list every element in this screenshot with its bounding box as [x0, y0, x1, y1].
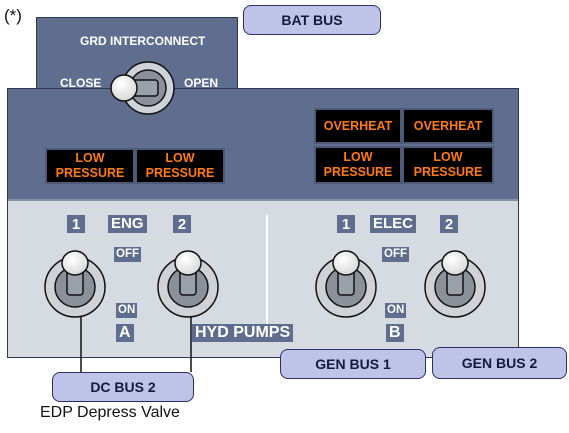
- eng1-pump-switch[interactable]: [44, 250, 106, 318]
- annun-text-line: OVERHEAT: [323, 118, 393, 133]
- eng2-low-pressure-light: LOW PRESSURE: [135, 148, 225, 184]
- elec-on-label: ON: [385, 303, 407, 318]
- annun-text-line: LOW: [75, 151, 105, 165]
- footnote-marker: (*): [4, 6, 22, 25]
- grd-interconnect-switch[interactable]: [110, 61, 175, 115]
- elec-pump-2-number: 2: [440, 215, 458, 233]
- eng-pump-1-number: 1: [67, 215, 85, 233]
- gen-bus-2-label: GEN BUS 2: [432, 347, 567, 379]
- system-b-label: B: [386, 324, 404, 342]
- elec-off-label: OFF: [382, 247, 409, 262]
- system-a-label: A: [116, 324, 134, 342]
- elec-pump-1-number: 1: [337, 215, 355, 233]
- annun-text-line: OVERHEAT: [413, 118, 483, 133]
- hyd-pumps-label: HYD PUMPS: [192, 324, 294, 342]
- annun-text-line: PRESSURE: [323, 165, 393, 179]
- eng-on-label: ON: [116, 303, 138, 318]
- close-label: CLOSE: [60, 76, 102, 90]
- dc-bus-2-label: DC BUS 2: [52, 372, 194, 402]
- open-label: OPEN: [184, 76, 219, 90]
- annun-text-line: PRESSURE: [55, 166, 125, 180]
- panel-divider: [266, 215, 268, 335]
- elec1-low-pressure-light: LOW PRESSURE: [314, 146, 402, 184]
- annun-text-line: LOW: [343, 150, 373, 164]
- eng-pump-2-number: 2: [173, 215, 191, 233]
- elec2-pump-switch[interactable]: [424, 250, 486, 318]
- eng1-low-pressure-light: LOW PRESSURE: [45, 148, 135, 184]
- annun-text-line: LOW: [433, 150, 463, 164]
- caption: EDP Depress Valve: [40, 404, 180, 421]
- gen-bus-1-label: GEN BUS 1: [280, 349, 426, 379]
- elec-label: ELEC: [370, 215, 417, 233]
- elec1-overheat-light: OVERHEAT: [314, 108, 402, 144]
- bat-bus-label: BAT BUS: [243, 5, 381, 35]
- annun-text-line: PRESSURE: [413, 165, 483, 179]
- annun-text-line: LOW: [165, 151, 195, 165]
- grd-interconnect-title: GRD INTERCONNECT: [80, 34, 206, 48]
- elec2-overheat-light: OVERHEAT: [402, 108, 494, 144]
- annun-text-line: PRESSURE: [145, 166, 215, 180]
- eng2-pump-switch[interactable]: [157, 250, 219, 318]
- elec1-pump-switch[interactable]: [315, 250, 377, 318]
- elec2-low-pressure-light: LOW PRESSURE: [402, 146, 494, 184]
- eng-label: ENG: [108, 215, 147, 233]
- eng-off-label: OFF: [114, 247, 141, 262]
